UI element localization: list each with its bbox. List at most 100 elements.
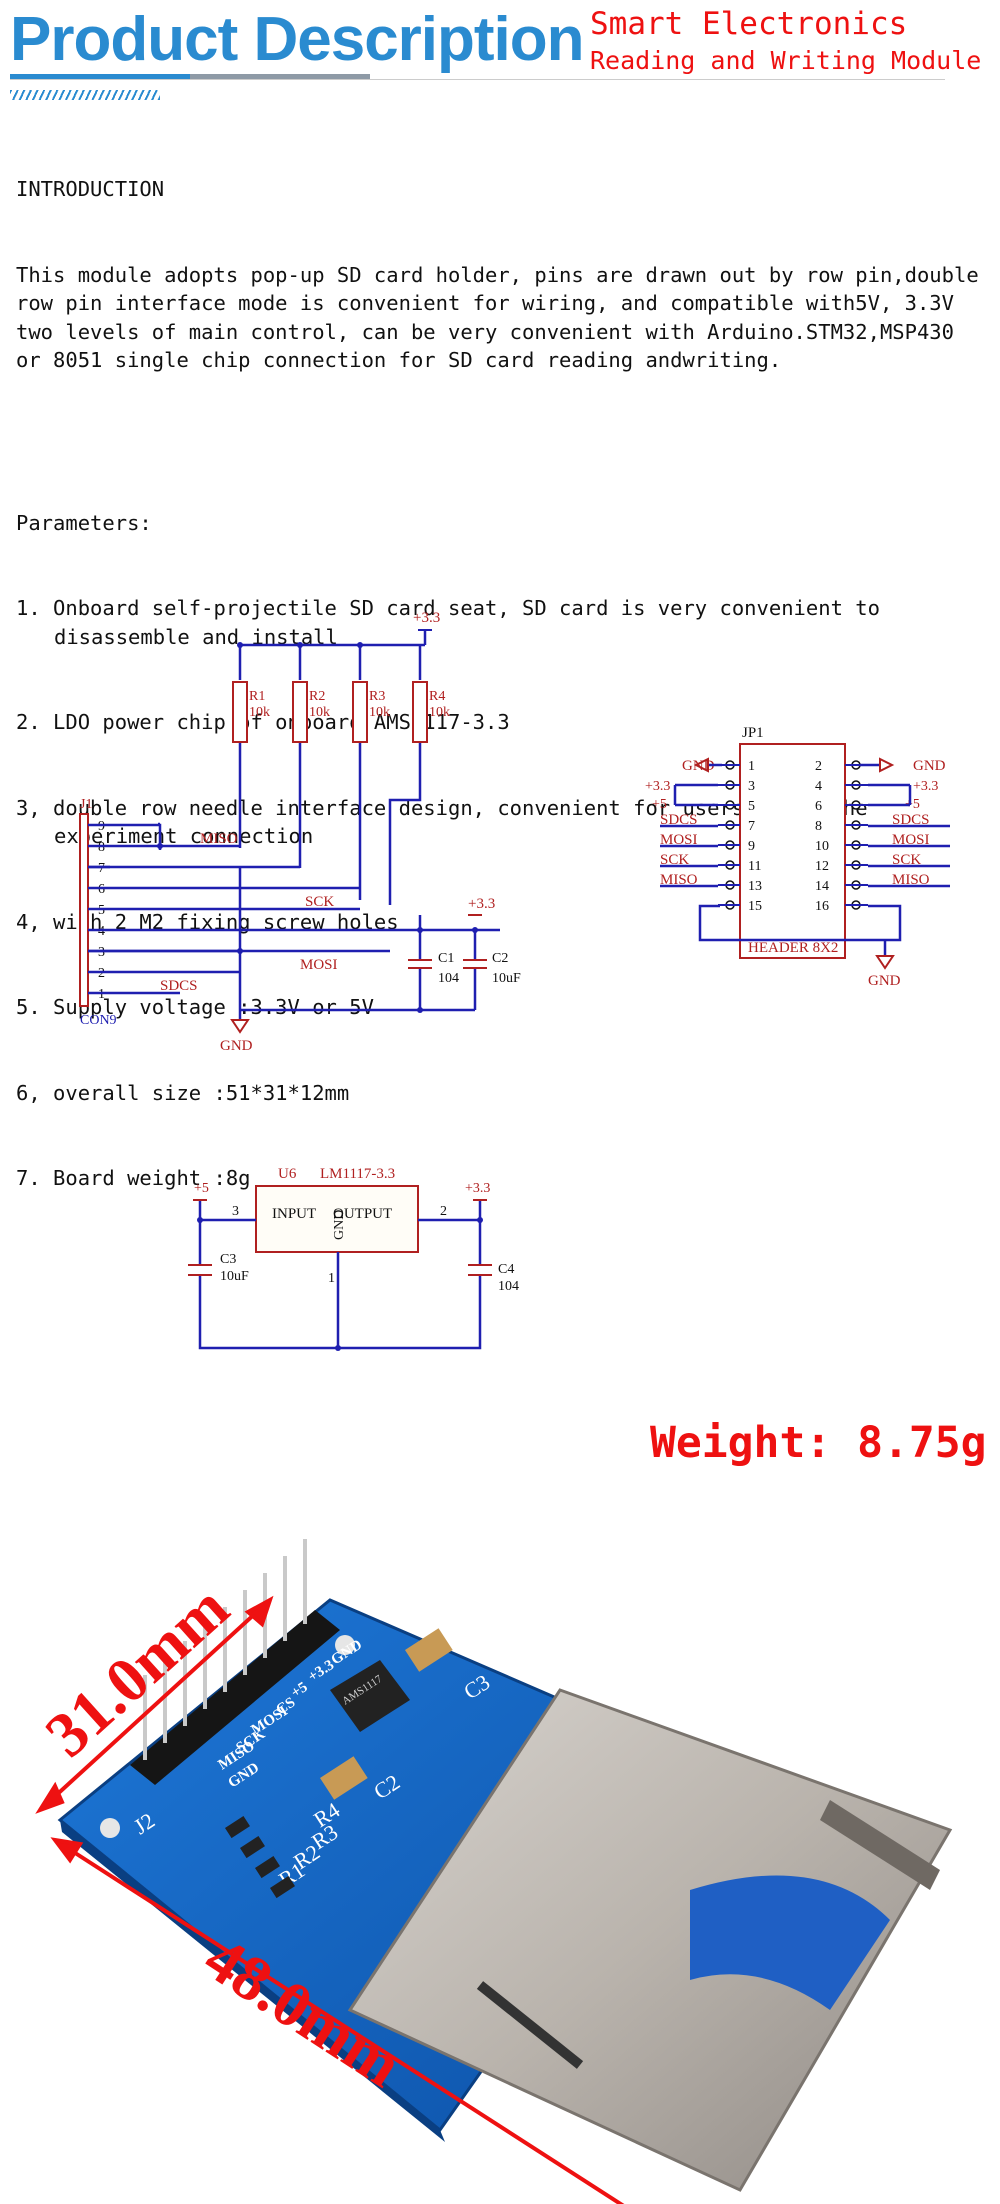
cap-ref: C4	[498, 1262, 514, 1277]
parameters-heading: Parameters:	[16, 510, 152, 535]
weight-label: Weight: 8.75g	[650, 1418, 987, 1468]
header-pin-number: 4	[815, 779, 822, 794]
title-underline-gray	[190, 74, 370, 79]
header-pin-number: 16	[815, 899, 829, 914]
header-pin-number: 15	[748, 899, 762, 914]
pin-number: 1	[328, 1271, 335, 1286]
header-pin-number: 11	[748, 859, 761, 874]
subtitle-line-2: Reading and Writing Module	[590, 46, 982, 75]
header-pin-number: 10	[815, 839, 829, 854]
resistor-label: R2	[309, 689, 325, 704]
mount-hole	[100, 1818, 120, 1838]
supply-label: +3.3	[413, 610, 440, 626]
connector-body	[79, 813, 89, 1007]
resistor-label: R3	[369, 689, 385, 704]
regulator-input: INPUT	[272, 1206, 316, 1222]
regulator-schematic: U6 LM1117-3.3 INPUT OUTPUT GND 3 2 1 +5 …	[188, 1166, 519, 1351]
signal-label: SDCS	[160, 978, 198, 994]
signal-label: MISO	[200, 831, 238, 847]
gnd-symbol	[230, 1019, 250, 1034]
intro-body: This module adopts pop-up SD card holder…	[16, 262, 992, 373]
page-title: Product Description	[10, 5, 585, 74]
cap-ref: C1	[438, 951, 454, 966]
pin-number: 9	[98, 819, 105, 834]
resistor-value: 10k	[249, 705, 270, 720]
intro-heading: INTRODUCTION	[16, 177, 165, 201]
right-pin-label: MOSI	[892, 832, 930, 848]
right-pin-label: MISO	[892, 872, 930, 888]
resistor-label: R1	[249, 689, 265, 704]
subtitle-line-1: Smart Electronics	[590, 6, 908, 42]
header-pin-number: 14	[815, 879, 829, 894]
hatch-decoration	[10, 90, 160, 100]
resistor-value: 10k	[429, 705, 450, 720]
right-pin-label: SCK	[892, 852, 921, 868]
cap-ref: C2	[492, 951, 508, 966]
pin-number: 6	[98, 882, 105, 897]
parameter-item: 5. Supply voltage :3.3V or 5V	[16, 995, 374, 1019]
cap-value: 104	[498, 1279, 519, 1294]
pin-number: 1	[98, 987, 105, 1002]
parameter-item: 1. Onboard self-projectile SD card seat,…	[16, 596, 893, 649]
pin-number: 2	[440, 1204, 447, 1219]
sd-card-schematic: +3.3 R1 10k R2 10k R3 10k R4 10k J1 CON9…	[79, 610, 521, 1054]
header-name: HEADER 8X2	[748, 940, 838, 956]
pin-number: 3	[232, 1204, 239, 1219]
connector-ref: J1	[80, 797, 92, 812]
regulator-part: LM1117-3.3	[320, 1166, 395, 1182]
header-pin-number: 5	[748, 799, 755, 814]
pin-header	[130, 1610, 340, 1785]
vout-label: +3.3	[465, 1181, 490, 1196]
connector-type: CON9	[80, 1013, 117, 1028]
pin-number: 7	[98, 861, 105, 876]
supply-label: +3.3	[468, 896, 495, 912]
silk-label: +5	[288, 1679, 310, 1701]
header-pin-number: 7	[748, 819, 755, 834]
left-pin-label: SDCS	[660, 812, 698, 828]
vin-label: +5	[194, 1181, 209, 1196]
pin-number: 8	[98, 840, 105, 855]
right-pin-label: SDCS	[892, 812, 930, 828]
resistor-value: 10k	[309, 705, 330, 720]
sd-card-holder	[347, 1688, 953, 2192]
cap-ref: C3	[220, 1252, 236, 1267]
gnd-label: GND	[868, 973, 901, 989]
pin-number: 5	[98, 903, 105, 918]
description-text: INTRODUCTION This module adopts pop-up S…	[16, 118, 991, 1221]
left-pin-label: +5	[652, 797, 667, 812]
header-divider	[10, 79, 945, 80]
header-body	[739, 743, 846, 959]
resistor-label: R4	[429, 689, 445, 704]
product-photo: AMS1117 GND MISO SCK MOSI CS +5 +3.3 GND…	[32, 1539, 953, 2204]
regulator-output: OUTPUT	[333, 1206, 392, 1222]
header-pin-number: 2	[815, 759, 822, 774]
header-ref: JP1	[742, 725, 764, 741]
cap-value: 10uF	[220, 1269, 249, 1284]
gnd-symbol	[875, 955, 895, 970]
pin-number: 4	[98, 924, 105, 939]
parameter-item: 6, overall size :51*31*12mm	[16, 1080, 350, 1105]
header-pin-number: 8	[815, 819, 822, 834]
signal-label: SCK	[305, 894, 334, 910]
cap-value: 10uF	[492, 971, 521, 986]
width-dimension-line	[38, 1598, 272, 1812]
left-pin-label: SCK	[660, 852, 689, 868]
header-pin-number: 12	[815, 859, 829, 874]
parameter-item: 7. Board weight :8g	[16, 1166, 251, 1190]
header-pin-number: 6	[815, 799, 822, 814]
regulator-gnd-pin: GND	[332, 1210, 347, 1240]
pin-number: 3	[98, 945, 105, 960]
length-dimension-line	[53, 1838, 625, 2204]
left-pin-label: +3.3	[645, 779, 670, 794]
gnd-label: GND	[220, 1038, 253, 1054]
right-pin-label: GND	[913, 758, 946, 774]
title-underline-blue	[10, 74, 190, 79]
signal-label: MOSI	[300, 957, 338, 973]
right-pin-label: +5	[905, 797, 920, 812]
header-pin-number: 13	[748, 879, 762, 894]
header: Product Description Smart Electronics Re…	[0, 0, 1000, 120]
header-pin-number: 1	[748, 759, 755, 774]
cap-value: 104	[438, 971, 459, 986]
